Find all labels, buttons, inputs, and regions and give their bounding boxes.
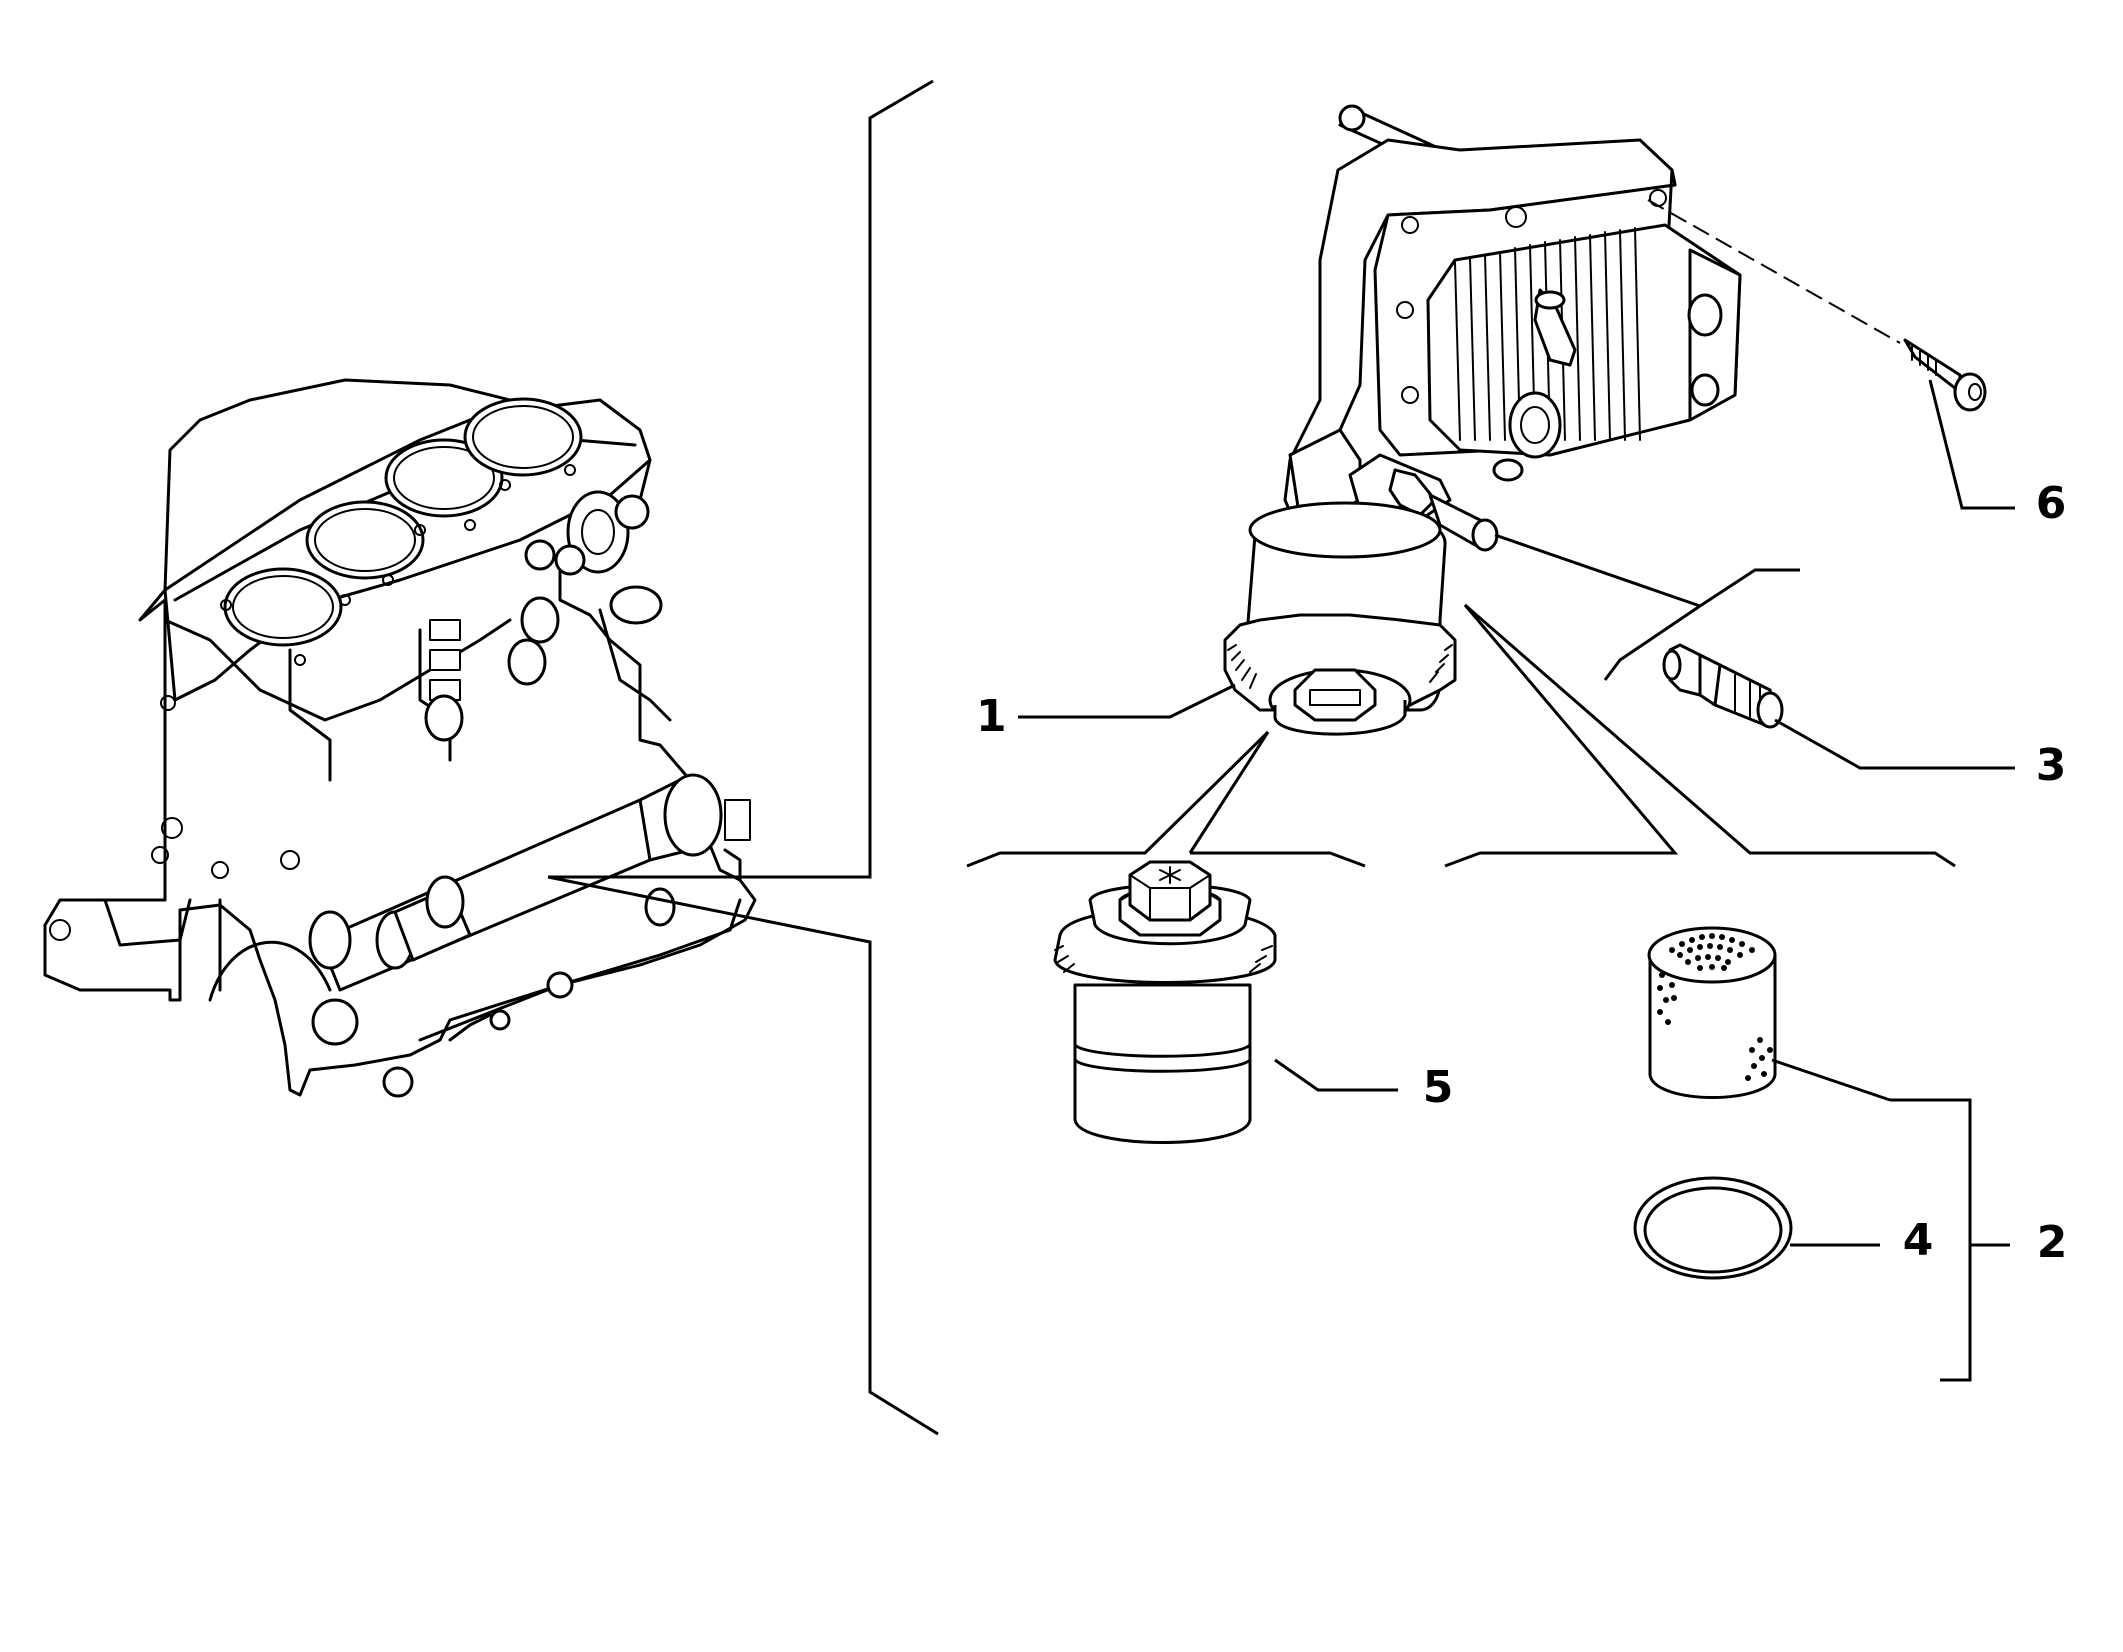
filter-perforation-pattern: [1657, 933, 1773, 1081]
filter-cap-illustration: [1053, 860, 1277, 1144]
engine-block-illustration: [43, 378, 757, 1098]
callout-2: 2: [2037, 1217, 2068, 1268]
callout-3: 3: [2036, 740, 2067, 791]
leader-lines: [1018, 379, 2015, 1247]
filter-element-illustration: [1647, 926, 1777, 1099]
sensor-illustration: [1662, 643, 1784, 729]
callout-4: 4: [1903, 1215, 1934, 1266]
callout-labels: 1 2 3 4 5 6: [976, 478, 2067, 1268]
callout-1: 1: [976, 691, 1007, 742]
subgroup-brackets: [966, 533, 2010, 1382]
oil-cooler-housing-illustration: [1223, 104, 1742, 736]
o-ring-illustration: [1633, 1176, 1793, 1280]
assembly-bracket: [547, 79, 939, 1436]
screw-illustration: [1647, 199, 1987, 412]
callout-6: 6: [2036, 478, 2067, 529]
callout-5: 5: [1423, 1062, 1454, 1113]
